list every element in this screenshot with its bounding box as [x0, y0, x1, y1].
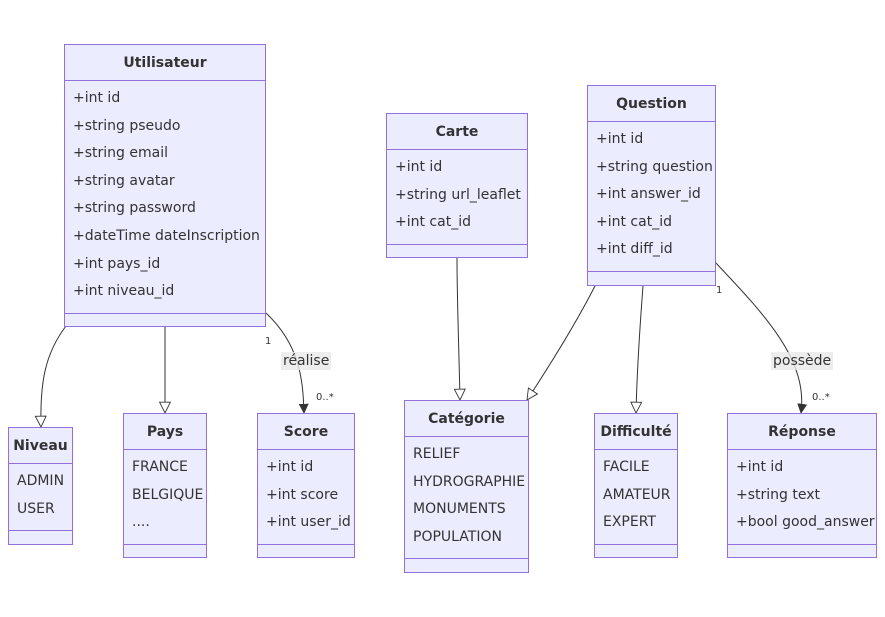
class-title: Difficulté	[595, 414, 677, 450]
class-title: Utilisateur	[65, 45, 265, 81]
class-member: +string email	[73, 145, 168, 162]
class-members: ADMIN USER	[9, 464, 72, 532]
edge-carte-categorie	[457, 257, 460, 400]
class-title: Carte	[387, 114, 527, 150]
edge-label-possede: possède	[771, 352, 834, 370]
class-title: Question	[588, 86, 715, 122]
class-title: Score	[258, 414, 354, 450]
class-member: +string avatar	[73, 172, 175, 189]
class-member: +int user_id	[266, 514, 351, 531]
class-member: +string text	[736, 486, 820, 503]
class-member: +int id	[395, 159, 443, 175]
class-member: +int id	[73, 90, 121, 106]
class-members: +int id +string pseudo +string email +strin…	[65, 81, 265, 314]
class-member: USER	[17, 500, 55, 517]
class-member: +int pays_id	[73, 255, 161, 272]
class-member: EXPERT	[603, 514, 656, 531]
cardinality-possede-to: 0..*	[812, 392, 830, 403]
class-score: Score +int id +int score +int user_id	[257, 413, 355, 558]
class-member: +string question	[596, 158, 713, 175]
class-member: +string pseudo	[73, 117, 181, 134]
class-member: +string url_leaflet	[395, 186, 521, 203]
class-members: +int id +int score +int user_id	[258, 450, 354, 545]
class-member: +int id	[596, 131, 644, 147]
class-member: +int cat_id	[395, 214, 471, 231]
class-member: +bool good_answer	[736, 514, 875, 531]
cardinality-realise-to: 0..*	[316, 392, 334, 403]
class-member: POPULATION	[413, 528, 502, 545]
edge-utilisateur-niveau	[41, 325, 67, 427]
class-reponse: Réponse +int id +string text +bool good_ans…	[727, 413, 877, 558]
class-member: +int diff_id	[596, 241, 673, 258]
class-members: RELIEF HYDROGRAPHIE MONUMENTS POPULATION	[405, 437, 528, 560]
class-member: FRANCE	[132, 459, 188, 475]
class-member: +dateTime dateInscription	[73, 227, 260, 244]
cardinality-realise-from: 1	[265, 336, 272, 347]
class-utilisateur: Utilisateur +int id +string pseudo +string …	[64, 44, 266, 327]
class-member: +int id	[736, 459, 784, 475]
class-member: +int score	[266, 486, 339, 503]
class-member: RELIEF	[413, 446, 461, 462]
class-member: +int id	[266, 459, 314, 475]
class-title: Pays	[124, 414, 206, 450]
edge-question-categorie	[527, 285, 596, 400]
class-title: Catégorie	[405, 401, 528, 437]
class-question: Question +int id +string question +int answ…	[587, 85, 716, 286]
class-title: Réponse	[728, 414, 876, 450]
class-member: BELGIQUE	[132, 486, 204, 503]
class-members: +int id +string text +bool good_answer	[728, 450, 876, 545]
edge-question-reponse	[714, 261, 808, 414]
class-member: AMATEUR	[603, 486, 671, 503]
class-member: +int niveau_id	[73, 283, 175, 300]
class-member: +int answer_id	[596, 186, 701, 203]
class-members: FACILE AMATEUR EXPERT	[595, 450, 677, 545]
class-title: Niveau	[9, 428, 72, 464]
class-members: FRANCE BELGIQUE....	[124, 450, 206, 545]
class-members: +int id +string question +int answer_id +in…	[588, 122, 715, 272]
class-members: +int id +string url_leaflet +int cat_id	[387, 150, 527, 245]
edge-label-realise: réalise	[281, 352, 332, 370]
class-carte: Carte +int id +string url_leaflet +int cat_…	[386, 113, 528, 258]
class-member: HYDROGRAPHIE	[413, 473, 526, 490]
class-member: FACILE	[603, 459, 650, 475]
class-member: ADMIN	[17, 473, 65, 489]
class-member: +int cat_id	[596, 213, 672, 230]
class-member: ....	[132, 514, 150, 531]
edge-question-difficulte	[636, 285, 644, 413]
class-member: MONUMENTS	[413, 501, 506, 518]
class-member: +string password	[73, 200, 196, 217]
cardinality-possede-from: 1	[716, 285, 723, 296]
